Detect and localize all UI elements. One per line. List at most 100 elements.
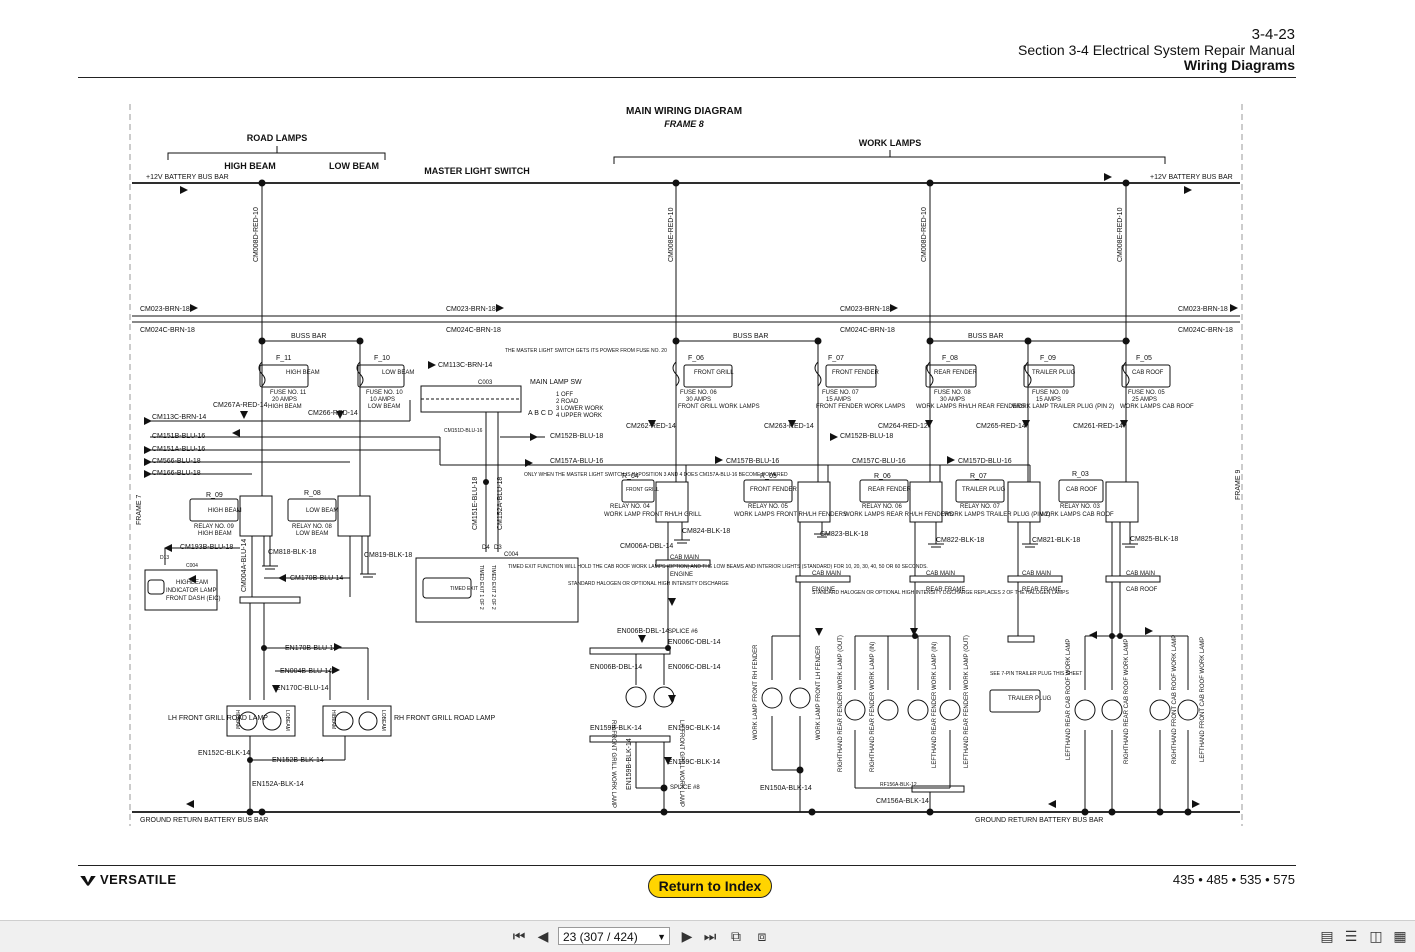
wire-en159c: EN159C-BLK-14 bbox=[668, 725, 720, 732]
fuse-f09-id: F_09 bbox=[1040, 355, 1056, 362]
lamp-rh-front-cab: RIGHTHAND FRONT CAB ROOF WORK LAMP bbox=[1172, 635, 1178, 764]
fuse-f06-d2: 30 AMPS bbox=[686, 397, 711, 403]
relay-r05-id: R_05 bbox=[760, 473, 777, 480]
splice-8: SPLICE #8 bbox=[670, 785, 700, 791]
lamp-lh-cab: LEFTHAND REAR CAB ROOF WORK LAMP bbox=[1066, 639, 1072, 760]
wire-en170b: EN170B-BLU-14 bbox=[285, 645, 337, 652]
fuse-f09-name: TRAILER PLUG bbox=[1032, 370, 1076, 376]
wire-cm004a: CM004A-BLU-14 bbox=[241, 539, 248, 592]
fuse-f05-d1: FUSE NO. 05 bbox=[1128, 390, 1165, 396]
wire-cm819: CM819-BLK-18 bbox=[364, 552, 412, 559]
lamp-lh-rear-out: LEFTHAND REAR FENDER WORK LAMP (OUT) bbox=[964, 635, 970, 768]
versatile-logo: VERSATILE bbox=[80, 872, 177, 887]
fuse-f05-id: F_05 bbox=[1136, 355, 1152, 362]
wire-cm825: CM825-BLK-18 bbox=[1130, 536, 1178, 543]
fuse-f09-d2: 15 AMPS bbox=[1036, 397, 1061, 403]
go-back-icon[interactable]: ⧉ bbox=[731, 928, 741, 944]
wire-en152a: EN152A-BLK-14 bbox=[252, 781, 304, 788]
wire-cm267a: CM267A-RED-14 bbox=[213, 402, 268, 409]
fuse-f07-id: F_07 bbox=[828, 355, 844, 362]
wire-cm156a: CM156A-BLK-14 bbox=[876, 798, 929, 805]
relay-r05-d2: WORK LAMPS FRONT RH/LH FENDERS bbox=[734, 512, 847, 518]
frame-next-label: FRAME 9 bbox=[1235, 470, 1242, 500]
previous-page-icon[interactable]: ◀ bbox=[537, 928, 549, 944]
wire-rf156a: RF156A-BLK-12 bbox=[880, 782, 917, 788]
relay-r04-d2: WORK LAMP FRONT RH/LH GRILL bbox=[604, 512, 702, 518]
fuse-f08-d3: WORK LAMPS RH/LH REAR FENDERS bbox=[916, 404, 1025, 410]
battery-bus-left: +12V BATTERY BUS BAR bbox=[146, 174, 229, 181]
frame-prev-label: FRAME 7 bbox=[136, 495, 143, 525]
wire-en150a: EN150A-BLK-14 bbox=[760, 785, 812, 792]
relay-r08-d2: LOW BEAM bbox=[296, 531, 328, 537]
section-title: Section 3-4 Electrical System Repair Man… bbox=[1017, 42, 1295, 58]
manual-page: 3-4-23 Section 3-4 Electrical System Rep… bbox=[78, 26, 1296, 898]
timer-pin-d4: D4 bbox=[482, 545, 490, 551]
fuse-f06-d1: FUSE NO. 06 bbox=[680, 390, 717, 396]
timer-note: TIMED EXIT FUNCTION WILL HOLD THE CAB RO… bbox=[508, 564, 928, 570]
switch-connector: C003 bbox=[478, 380, 493, 386]
single-page-view-icon[interactable]: ▤ bbox=[1320, 928, 1334, 944]
trailer-note: SEE 7-PIN TRAILER PLUG THIS SHEET bbox=[990, 671, 1082, 677]
buss-bar-label-2: BUSS BAR bbox=[733, 333, 768, 340]
footer-rule bbox=[78, 865, 1296, 866]
fuse-f06-d3: FRONT GRILL WORK LAMPS bbox=[678, 404, 760, 410]
wire-cm113c: CM113C-BRN-14 bbox=[438, 362, 492, 369]
timer-pin-d3: D3 bbox=[494, 545, 502, 551]
fuse-f09-d1: FUSE NO. 09 bbox=[1032, 390, 1069, 396]
wire-en159b-2: EN159B-BLK-14 bbox=[626, 738, 633, 790]
switch-pos-3: 3 LOWER WORK bbox=[556, 406, 603, 412]
feed-label-4: CM008E-RED-10 bbox=[1117, 207, 1124, 262]
relay-r05-d1: RELAY NO. 05 bbox=[748, 504, 788, 510]
lamp-rh-rear-in: RIGHTHAND REAR FENDER WORK LAMP (IN) bbox=[870, 642, 876, 772]
wiring-diagram: MAIN WIRING DIAGRAM FRAME 8 FRAME 7 FRAM… bbox=[129, 104, 1243, 826]
last-page-icon[interactable]: ⏭ bbox=[703, 928, 717, 944]
fuse-f10-d2: 10 AMPS bbox=[370, 397, 395, 403]
wire-cm152b-2: CM152B-BLU-18 bbox=[840, 433, 893, 440]
fuse-f10-name: LOW BEAM bbox=[382, 370, 414, 376]
wire-cm157a: CM157A-BLU-16 bbox=[550, 458, 603, 465]
fuse-f10-id: F_10 bbox=[374, 355, 390, 362]
relay-r06-d1: RELAY NO. 06 bbox=[862, 504, 902, 510]
wire-cm266: CM266-RED-14 bbox=[308, 410, 358, 417]
fuse-f08-id: F_08 bbox=[942, 355, 958, 362]
wire-cm151b: CM151B-BLU-16 bbox=[152, 433, 205, 440]
lamp-lh-grill: LH FRONT GRILL WORK LAMP bbox=[678, 720, 684, 807]
wire-en006c: EN006C-DBL-14 bbox=[668, 639, 721, 646]
relay-r07-name: TRAILER PLUG bbox=[962, 487, 1006, 493]
conn-cab-main-2: CAB MAIN bbox=[812, 571, 841, 577]
conn-cab-main-4: CAB MAIN bbox=[1022, 571, 1051, 577]
fuse-f08-d2: 30 AMPS bbox=[940, 397, 965, 403]
relay-r07-id: R_07 bbox=[970, 473, 987, 480]
relay-r04-id: R_04 bbox=[622, 473, 639, 480]
trailer-plug-label: TRAILER PLUG bbox=[1008, 696, 1052, 702]
relay-r03-id: R_03 bbox=[1072, 471, 1089, 478]
wire-cm024-3: CM024C-BRN-18 bbox=[840, 327, 895, 334]
two-page-continuous-icon[interactable]: ▦ bbox=[1393, 928, 1407, 944]
continuous-view-icon[interactable]: ☰ bbox=[1344, 928, 1358, 944]
lamp-lh-fender: WORK LAMP FRONT LH FENDER bbox=[816, 645, 822, 740]
switch-pos-1: 1 OFF bbox=[556, 392, 573, 398]
fuse-f08-d1: FUSE NO. 08 bbox=[934, 390, 971, 396]
lamp-lo-1: LOBEAM bbox=[284, 710, 290, 731]
page-number: 3-4-23 bbox=[1251, 26, 1295, 43]
wire-cm023-1: CM023-BRN-18 bbox=[140, 306, 190, 313]
switch-letters: A B C D bbox=[528, 410, 553, 417]
return-to-index-button[interactable]: Return to Index bbox=[648, 874, 772, 898]
header-rule bbox=[78, 77, 1296, 78]
next-page-icon[interactable]: ▶ bbox=[681, 928, 693, 944]
fuse-f07-d1: FUSE NO. 07 bbox=[822, 390, 859, 396]
fuse-f11-d2: 20 AMPS bbox=[272, 397, 297, 403]
go-forward-icon[interactable]: ⧈ bbox=[757, 928, 767, 944]
fuse-f07-name: FRONT FENDER bbox=[832, 370, 880, 376]
relay-r03-d2: WORK LAMPS CAB ROOF bbox=[1040, 512, 1114, 518]
conn-cab-main-1: CAB MAIN bbox=[670, 555, 699, 561]
first-page-icon[interactable]: ⏮ bbox=[512, 928, 526, 944]
two-page-view-icon[interactable]: ◫ bbox=[1369, 928, 1383, 944]
page-selector[interactable]: 23 (307 / 424) ▼ bbox=[558, 927, 670, 945]
fuse-f05-d2: 25 AMPS bbox=[1132, 397, 1157, 403]
feed-label-2: CM008E-RED-10 bbox=[668, 207, 675, 262]
indicator-pin: D13 bbox=[160, 555, 169, 561]
relay-r09-d1: RELAY NO. 09 bbox=[194, 524, 234, 530]
switch-name: MAIN LAMP SW bbox=[530, 379, 582, 386]
wire-cm821: CM821-BLK-18 bbox=[1032, 537, 1080, 544]
